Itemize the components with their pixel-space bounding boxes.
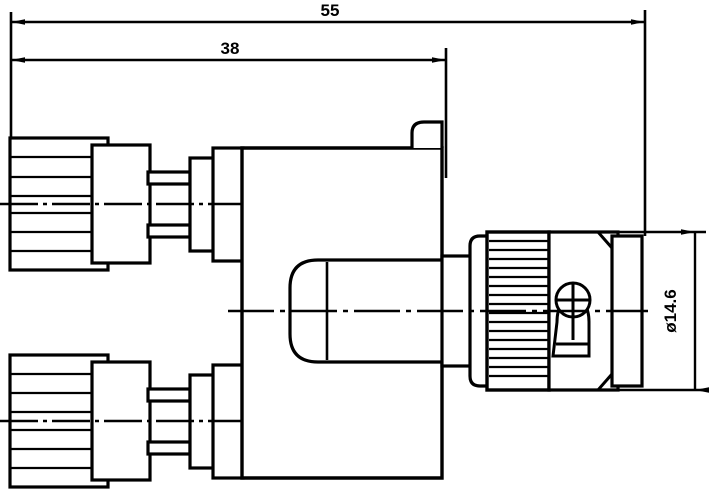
dimension-label-38: 38 xyxy=(221,39,240,58)
lower-shaft-upper-rail xyxy=(146,387,192,403)
dimension-label-55: 55 xyxy=(321,1,340,20)
dimension-label-diameter: ø14.6 xyxy=(661,289,680,332)
upper-shaft-lower-rail xyxy=(146,223,192,239)
bnc-nut-knurl-lines xyxy=(489,239,549,378)
main-body-top-tab xyxy=(410,120,444,148)
dimension-lines xyxy=(11,19,709,393)
bnc-bayonet-slot xyxy=(551,281,592,358)
lower-shaft-lower-rail xyxy=(146,440,192,456)
upper-shaft-upper-rail xyxy=(146,170,192,186)
